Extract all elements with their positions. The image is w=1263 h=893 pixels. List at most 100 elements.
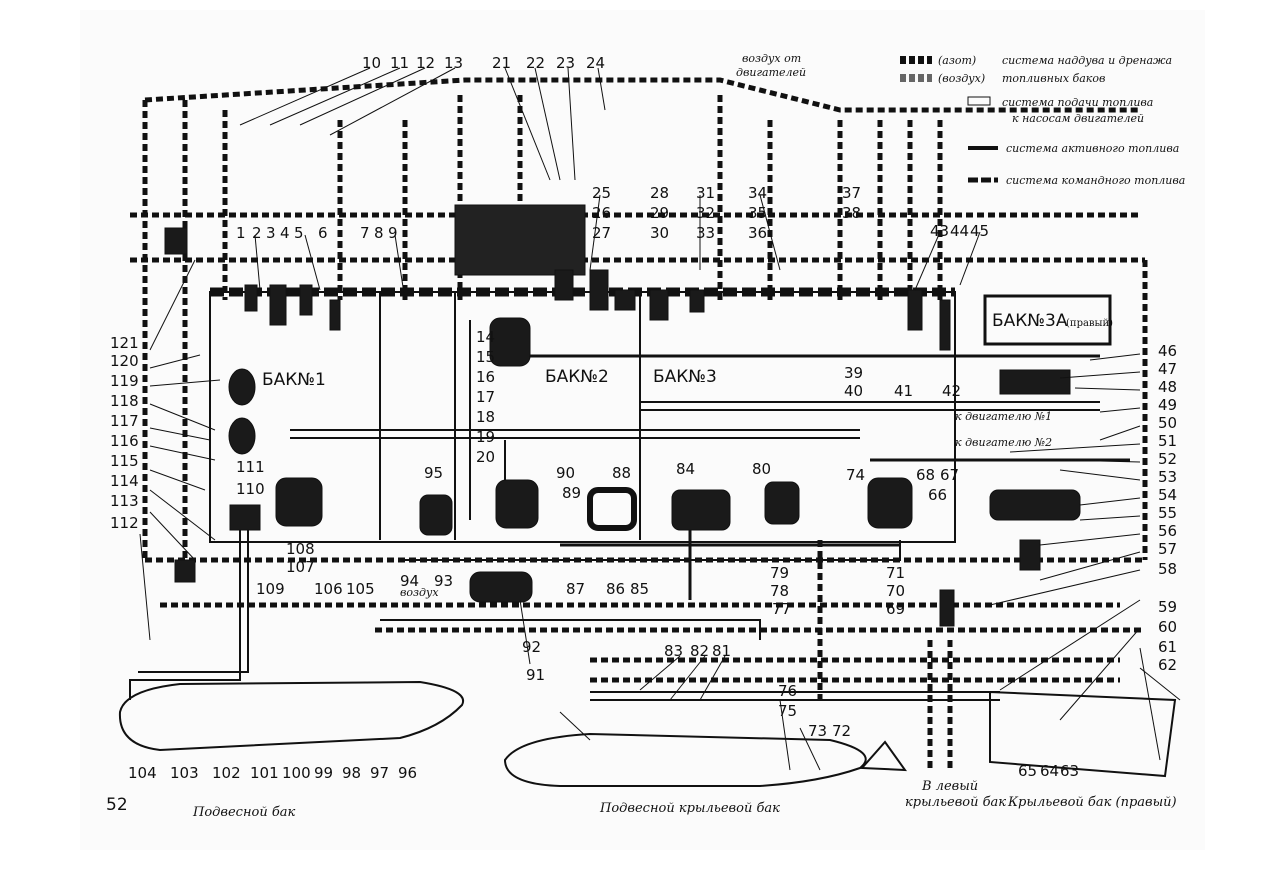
tank-label-1: БАК№1 [262, 370, 326, 390]
pump-80 [764, 481, 800, 525]
callout-42: 42 [942, 382, 961, 400]
callout-68: 68 [916, 466, 935, 484]
pump-14 [489, 317, 531, 367]
callout-94: 94 [400, 572, 419, 590]
callout-74: 74 [846, 466, 865, 484]
callout-9: 9 [388, 224, 398, 242]
callout-105: 105 [346, 580, 375, 598]
callout-25: 25 [592, 184, 611, 202]
caption-wing-tank-right: Крыльевой бак (правый) [1007, 795, 1177, 810]
callout-75: 75 [778, 702, 797, 720]
callout-100: 100 [282, 764, 311, 782]
callout-83: 83 [664, 642, 683, 660]
callout-54: 54 [1158, 486, 1177, 504]
callout-17: 17 [476, 388, 495, 406]
callout-80: 80 [752, 460, 771, 478]
callout-86: 86 [606, 580, 625, 598]
callout-117: 117 [110, 412, 139, 430]
tank-label-3: БАК№3 [653, 367, 717, 387]
callout-38: 38 [842, 204, 861, 222]
callout-3: 3 [266, 224, 276, 242]
control-box [454, 204, 586, 276]
callout-72: 72 [832, 722, 851, 740]
callout-107: 107 [286, 558, 315, 576]
callout-23: 23 [556, 54, 575, 72]
pump-20 [495, 479, 539, 529]
legend-feed: система подачи топлива [1002, 96, 1153, 109]
note-to-left-wing-tank: В левый [921, 779, 978, 794]
wing-drop-tank-outline [503, 732, 867, 787]
tank-label-3a: БАК№3А [992, 311, 1068, 331]
fuselage-tanks [209, 287, 1112, 543]
callout-101: 101 [250, 764, 279, 782]
callout-29: 29 [650, 204, 669, 222]
legend-active: система активного топлива [1006, 142, 1179, 155]
callout-22: 22 [526, 54, 545, 72]
tank1-pump-upper [228, 368, 256, 406]
legend-command: система командного топлива [1006, 174, 1185, 187]
callout-89: 89 [562, 484, 581, 502]
callout-44: 44 [950, 222, 969, 240]
callout-59: 59 [1158, 598, 1177, 616]
callout-32: 32 [696, 204, 715, 222]
callout-81: 81 [712, 642, 731, 660]
callout-85: 85 [630, 580, 649, 598]
callout-64: 64 [1040, 762, 1059, 780]
legend-swatches [900, 56, 998, 183]
callout-40: 40 [844, 382, 863, 400]
callout-87: 87 [566, 580, 585, 598]
callout-121: 121 [110, 334, 139, 352]
callout-82: 82 [690, 642, 709, 660]
callout-13: 13 [444, 54, 463, 72]
callout-55: 55 [1158, 504, 1177, 522]
note-air: воздух [400, 586, 439, 599]
callout-70: 70 [886, 582, 905, 600]
callout-71: 71 [886, 564, 905, 582]
callout-103: 103 [170, 764, 199, 782]
callout-10: 10 [362, 54, 381, 72]
callout-14: 14 [476, 328, 495, 346]
callout-78: 78 [770, 582, 789, 600]
callout-66: 66 [928, 486, 947, 504]
callout-16: 16 [476, 368, 495, 386]
unit-55 [989, 489, 1081, 521]
callout-39: 39 [844, 364, 863, 382]
callout-33: 33 [696, 224, 715, 242]
callout-67: 67 [940, 466, 959, 484]
callout-57: 57 [1158, 540, 1177, 558]
callout-34: 34 [748, 184, 767, 202]
pump-88 [587, 487, 637, 531]
callout-27: 27 [592, 224, 611, 242]
callout-69: 69 [886, 600, 905, 618]
callout-114: 114 [110, 472, 139, 490]
callout-93: 93 [434, 572, 453, 590]
leader-lines [139, 67, 1181, 771]
callout-62: 62 [1158, 656, 1177, 674]
caption-wing-drop-tank: Подвесной крыльевой бак [599, 801, 780, 816]
fuel-system-schematic: 52 БАК№1 БАК№2 БАК№3 БАК№3А (правый) (аз… [106, 52, 1185, 820]
callout-79: 79 [770, 564, 789, 582]
pump-68 [867, 477, 913, 529]
callout-19: 19 [476, 428, 495, 446]
callout-84: 84 [676, 460, 695, 478]
callout-37: 37 [842, 184, 861, 202]
valve-block-47 [999, 369, 1071, 395]
right-wing-tank-outline [989, 690, 1177, 778]
external-tanks [118, 680, 1177, 787]
callout-12: 12 [416, 54, 435, 72]
callout-115: 115 [110, 452, 139, 470]
text-layer: 52 БАК№1 БАК№2 БАК№3 БАК№3А (правый) (аз… [106, 52, 1185, 820]
callout-28: 28 [650, 184, 669, 202]
callout-53: 53 [1158, 468, 1177, 486]
callout-106: 106 [314, 580, 343, 598]
callout-24: 24 [586, 54, 605, 72]
callout-113: 113 [110, 492, 139, 510]
pressurization-lines [130, 77, 1148, 770]
callout-50: 50 [1158, 414, 1177, 432]
note-to-engine-2: к двигателю №2 [955, 436, 1052, 449]
callout-98: 98 [342, 764, 361, 782]
callout-63: 63 [1060, 762, 1079, 780]
fuel-feed-lines [129, 320, 1100, 701]
callout-99: 99 [314, 764, 333, 782]
pump-110 [275, 477, 323, 527]
